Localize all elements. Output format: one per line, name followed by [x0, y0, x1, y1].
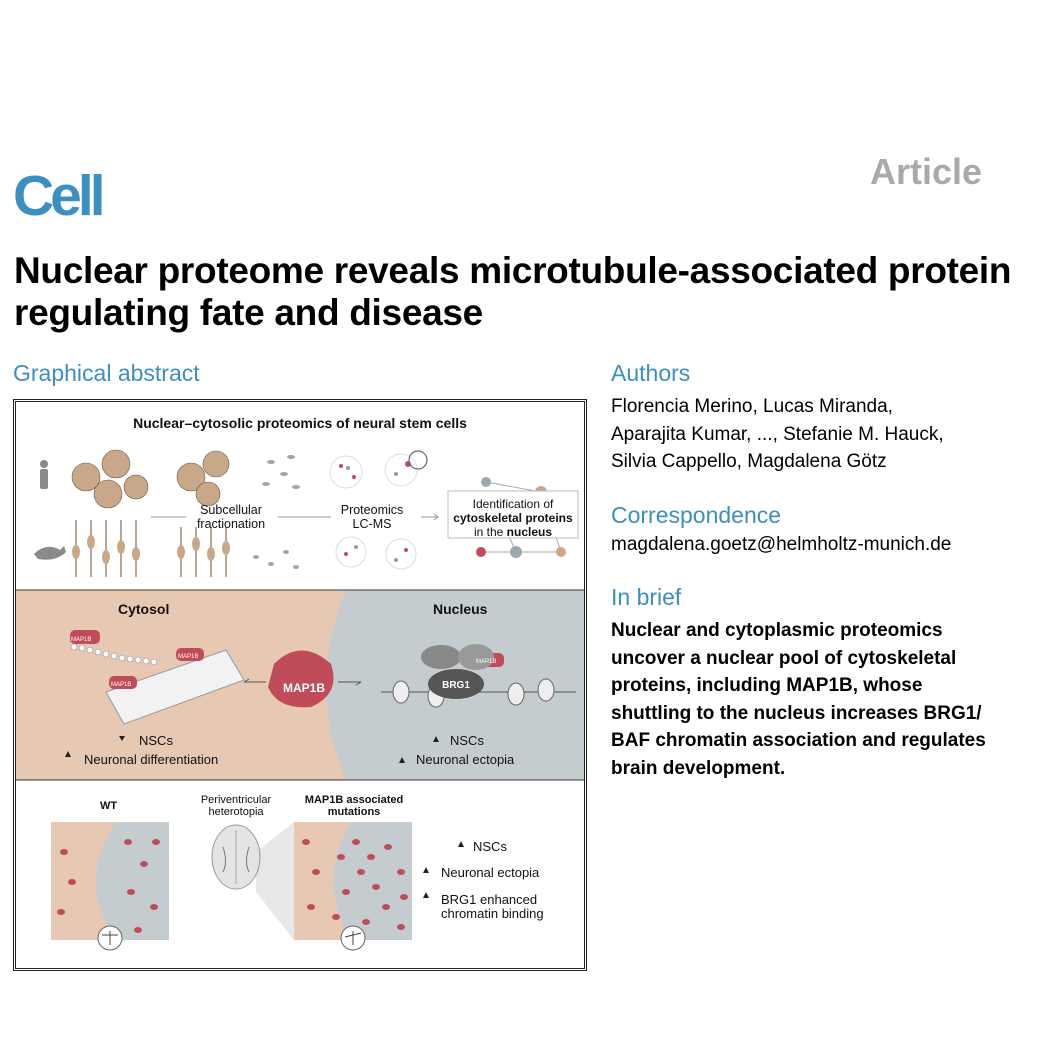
bead-chain — [70, 643, 158, 666]
mouse-icon — [34, 546, 66, 560]
nsc-clusters — [71, 449, 230, 509]
cells-mut — [302, 839, 408, 930]
paper-title: Nuclear proteome reveals microtubule-ass… — [14, 250, 1012, 333]
brg1-label: BRG1 — [442, 680, 470, 691]
cells-wt — [57, 839, 160, 933]
authors-heading: Authors — [611, 360, 691, 386]
graphical-abstract-figure: MAP1B MAP1B MAP1B MAP1B — [16, 449, 584, 951]
cytosol-effect-differentiation: Neuronal differentiation — [84, 752, 219, 767]
cytosol-label: Cytosol — [118, 601, 170, 617]
journal-logo: Cell — [13, 164, 106, 228]
magnifier-icon — [408, 450, 428, 470]
in-brief-heading: In brief — [611, 584, 682, 610]
nucleus-label: Nucleus — [433, 601, 488, 617]
mut-effect-nscs: NSCs — [473, 839, 507, 854]
balance-icon — [97, 925, 366, 951]
correspondence-email[interactable]: magdalena.goetz@helmholtz-munich.de — [611, 534, 952, 555]
identification-text: Identification of cytoskeletal proteins … — [453, 497, 573, 539]
ga-top-title: Nuclear–cytosolic proteomics of neural s… — [133, 415, 467, 431]
svg-text:MAP1B: MAP1B — [476, 659, 496, 665]
effect-arrows — [65, 736, 464, 898]
fraction-dots — [253, 455, 300, 569]
nucleus-effect-ectopia: Neuronal ectopia — [416, 752, 515, 767]
mutation-panel — [294, 822, 412, 940]
nucleosomes — [392, 678, 555, 708]
proteomics-spots — [329, 453, 418, 570]
baf-complex — [421, 644, 494, 699]
article-type: Article — [869, 151, 982, 192]
brain-section-icon — [211, 824, 261, 890]
svg-text:MAP1B: MAP1B — [111, 682, 131, 688]
map1b-tag: MAP1B — [71, 637, 91, 643]
authors-list: Florencia Merino, Lucas Miranda,Aparajit… — [611, 396, 944, 472]
correspondence-heading: Correspondence — [611, 502, 782, 528]
graphical-abstract: MAP1B MAP1B MAP1B MAP1B — [13, 399, 587, 971]
graphical-abstract-heading: Graphical abstract — [13, 360, 200, 386]
shuttle-arrows — [243, 678, 362, 686]
human-icon — [40, 460, 48, 489]
cytosol-effect-nscs: NSCs — [139, 733, 173, 748]
microtubule — [105, 649, 245, 725]
nucleus-effect-nscs: NSCs — [450, 733, 484, 748]
svg-text:MAP1B: MAP1B — [178, 654, 198, 660]
identification-box — [447, 490, 579, 539]
wt-label: WT — [100, 800, 118, 812]
mut-effect-ectopia: Neuronal ectopia — [441, 865, 540, 880]
map1b-protein — [268, 650, 334, 708]
map1b-label: MAP1B — [282, 681, 325, 695]
